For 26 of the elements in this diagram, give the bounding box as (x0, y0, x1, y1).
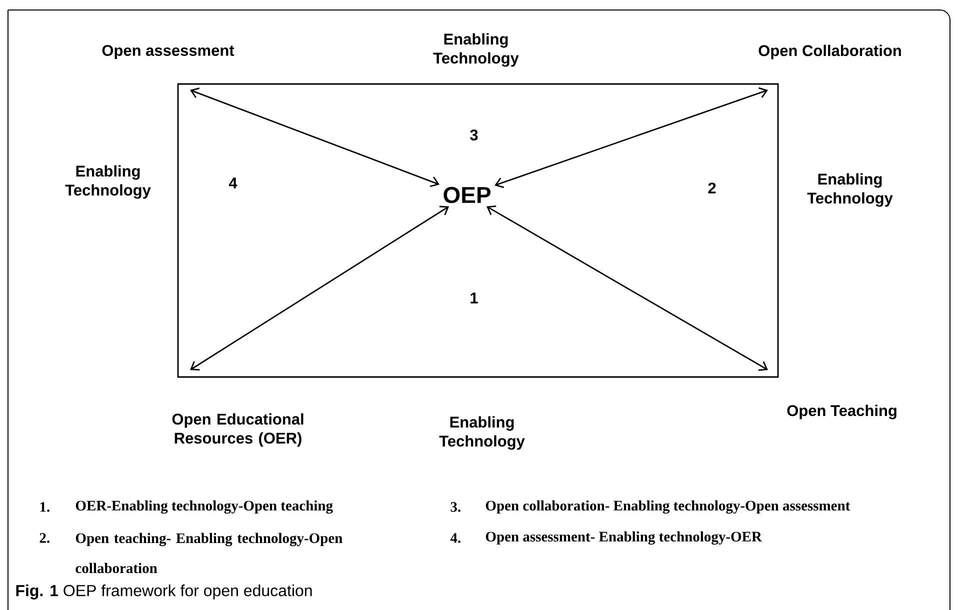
list-item: OER-Enabling technology-Open teaching (76, 500, 333, 514)
region-number: 4 (228, 178, 238, 188)
corner-label: Open Educational Resources (OER) (172, 413, 304, 447)
region-number: 3 (470, 130, 478, 140)
side-label: Enabling Technology (433, 33, 519, 67)
list-item: Open assessment- Enabling technology-OER (486, 531, 762, 545)
side-label: Enabling Technology (65, 165, 151, 199)
list-number: 2. (40, 533, 50, 543)
region-number: 1 (470, 292, 478, 304)
side-label: Enabling Technology (807, 173, 893, 207)
list-number: 1. (40, 502, 50, 512)
list-item: Open teaching- Enabling technology-Open collaboration (76, 532, 342, 574)
list-number: 4. (450, 533, 460, 543)
double-arrow (486, 205, 768, 371)
list-number: 3. (450, 502, 460, 512)
double-arrow (494, 87, 768, 188)
side-label: Enabling Technology (439, 416, 525, 450)
region-number: 2 (708, 182, 716, 194)
corner-label: Open assessment (102, 44, 234, 60)
center-label: OEP (444, 186, 490, 204)
list-item: Open collaboration- Enabling technology-Open assessment (486, 500, 850, 514)
caption: Fig. 1 OEP framework for open education (16, 584, 312, 600)
double-arrow (190, 206, 450, 371)
corner-label: Open Teaching (787, 404, 896, 420)
double-arrow (190, 88, 440, 188)
corner-label: Open Collaboration (758, 44, 901, 60)
